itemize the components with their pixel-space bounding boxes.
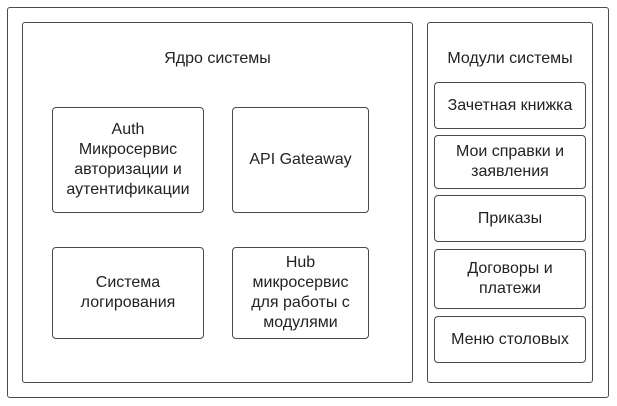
- module-gradebook-box: Зачетная книжка: [434, 82, 586, 129]
- core-group-title: Ядро системы: [164, 50, 271, 67]
- logging-system-box: Система логирования: [52, 247, 204, 339]
- module-contracts-box: Договоры и платежи: [434, 249, 586, 309]
- modules-group: Модули системы Зачетная книжка Мои справ…: [427, 22, 593, 383]
- api-gateway-box: API Gateaway: [232, 107, 369, 213]
- module-certificates-box: Мои справки и заявления: [434, 135, 586, 189]
- module-canteen-menu-box: Меню столовых: [434, 316, 586, 363]
- hub-microservice-box: Hub микросервис для работы с модулями: [232, 247, 369, 339]
- module-orders-box: Приказы: [434, 195, 586, 242]
- auth-microservice-box: Auth Микросервис авторизации и аутентифи…: [52, 107, 204, 213]
- modules-group-title: Модули системы: [447, 50, 573, 67]
- core-group: Ядро системы Auth Микросервис авторизаци…: [22, 22, 413, 383]
